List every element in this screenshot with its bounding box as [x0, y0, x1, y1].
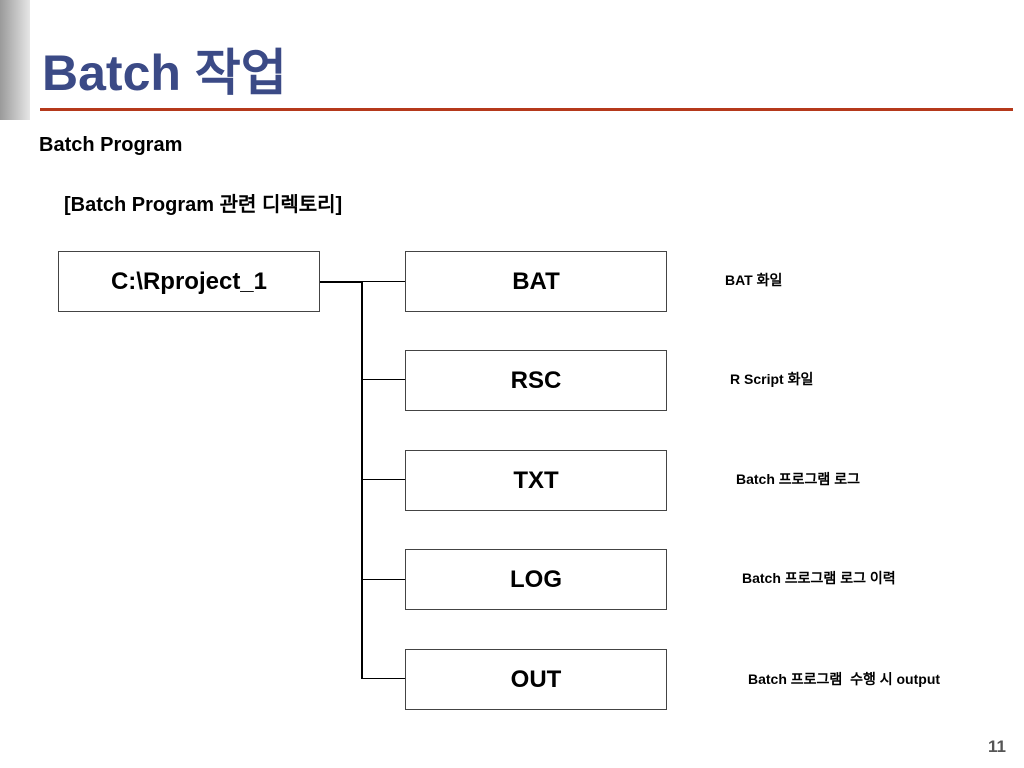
dir-box-log: LOG — [405, 549, 667, 610]
note-out: Batch 프로그램 수행 시 output — [748, 671, 941, 687]
branch-out — [361, 678, 405, 679]
title-divider — [40, 108, 1013, 111]
diagram-caption: [Batch Program 관련 디렉토리] — [64, 194, 343, 216]
branch-log — [361, 579, 405, 580]
dir-box-bat: BAT — [405, 251, 667, 312]
branch-bat — [361, 281, 405, 282]
note-rsc: R Script 화일 — [730, 371, 814, 387]
dir-box-rsc: RSC — [405, 350, 667, 411]
branch-rsc — [361, 379, 405, 380]
dir-box-out: OUT — [405, 649, 667, 710]
slide-title: Batch 작업 — [42, 45, 287, 101]
branch-txt — [361, 479, 405, 480]
section-heading: Batch Program — [39, 134, 183, 156]
dir-box-txt: TXT — [405, 450, 667, 511]
root-connector — [320, 281, 362, 283]
page-number: 11 — [988, 737, 1006, 756]
corner-decoration — [0, 0, 30, 120]
trunk-line — [361, 281, 363, 679]
note-log: Batch 프로그램 로그 이력 — [742, 570, 896, 586]
note-bat: BAT 화일 — [725, 272, 783, 288]
root-directory-box: C:\Rproject_1 — [58, 251, 320, 312]
note-txt: Batch 프로그램 로그 — [736, 471, 860, 487]
